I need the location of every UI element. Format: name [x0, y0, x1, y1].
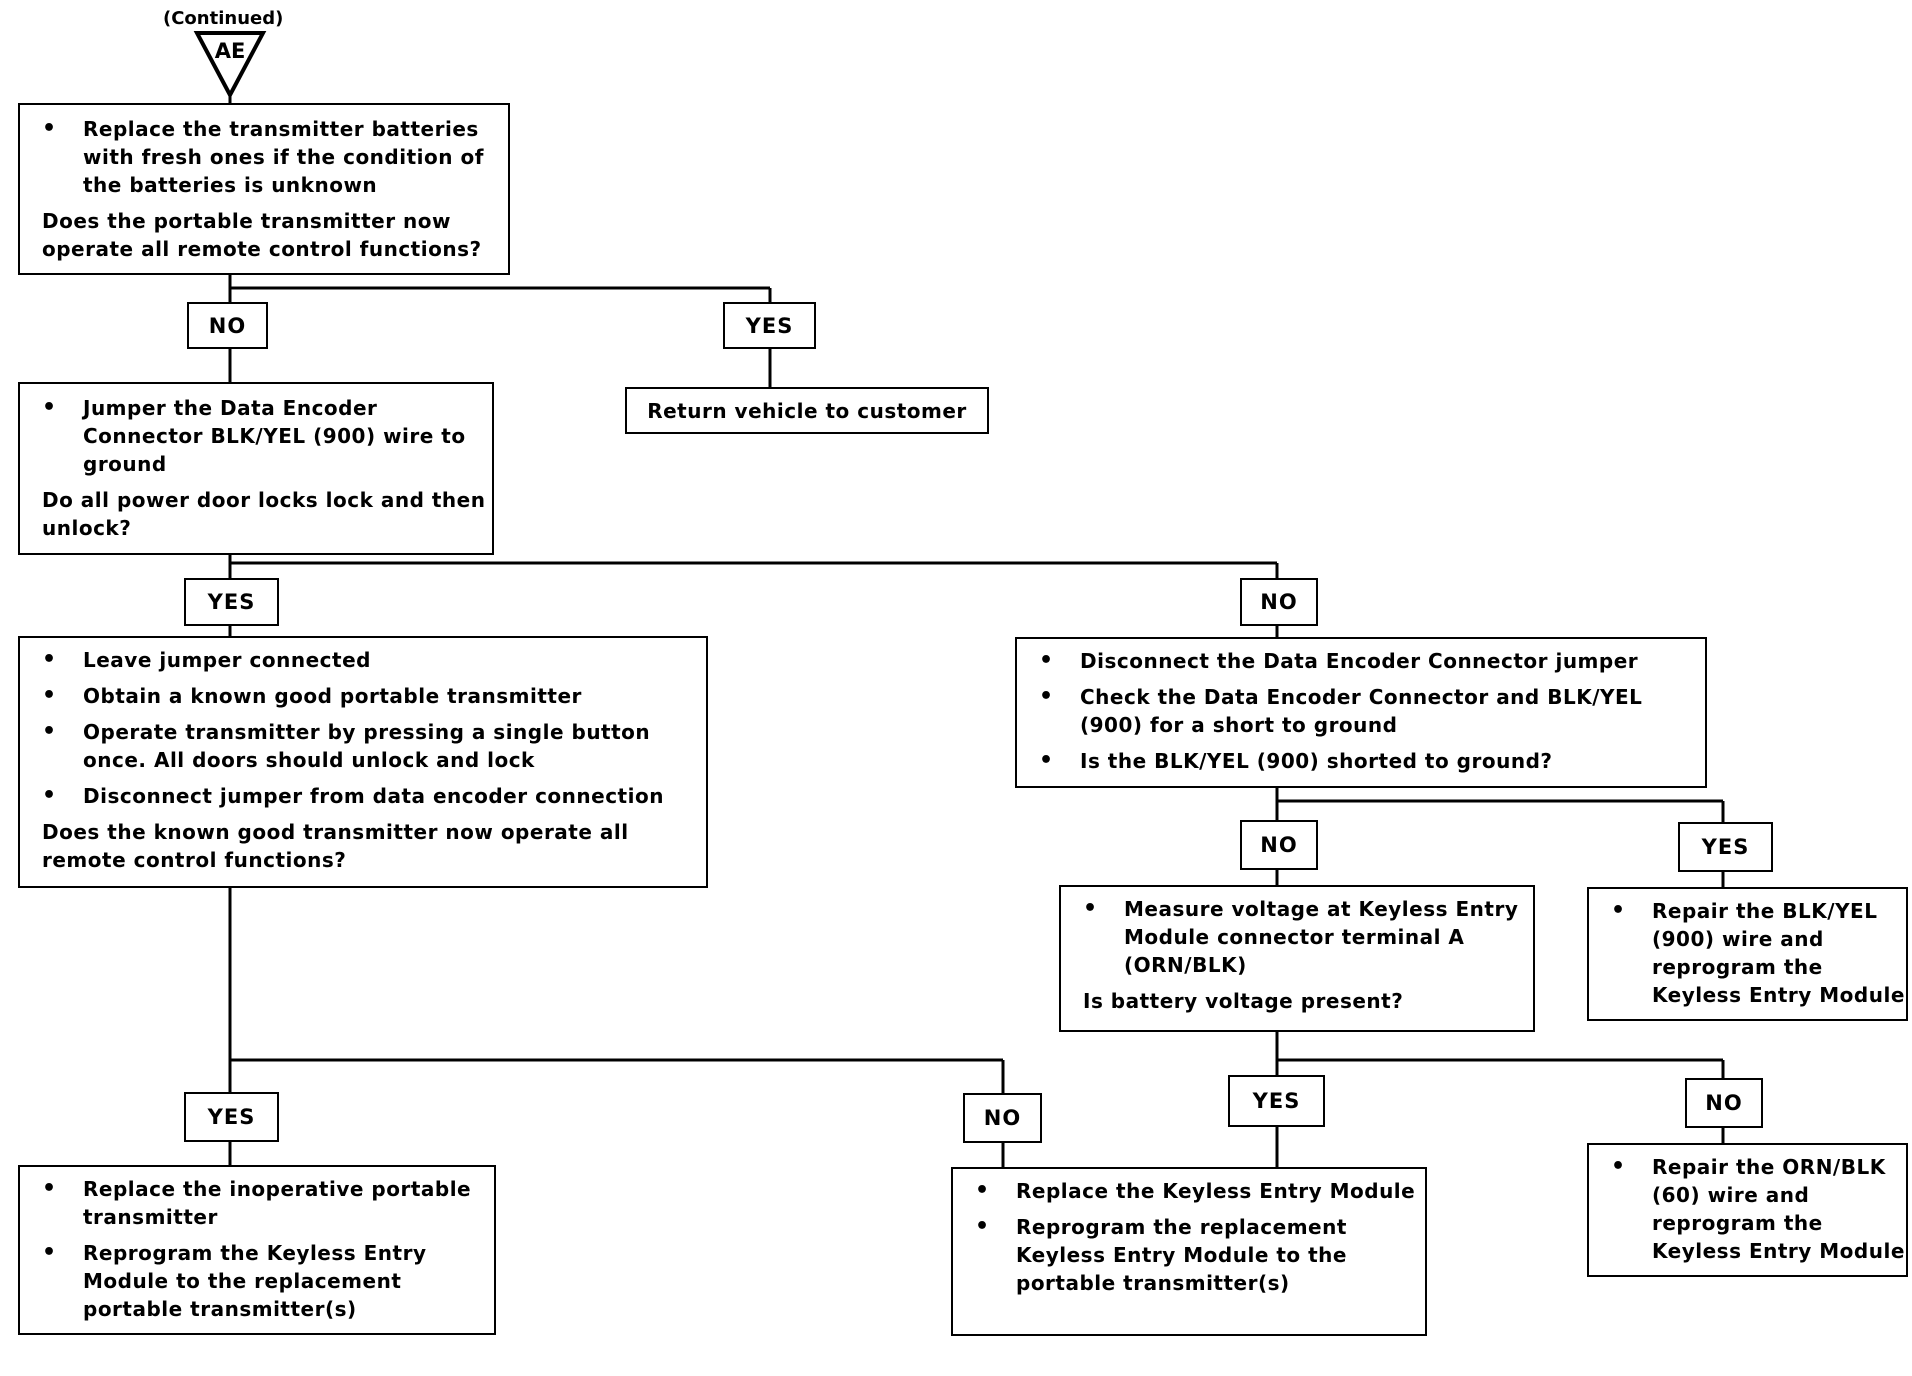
bullet: Disconnect jumper from data encoder conn… [20, 782, 706, 810]
continued-label: (Continued) [163, 8, 284, 29]
bullet: Check the Data Encoder Connector and BLK… [1017, 683, 1705, 739]
bullet: Jumper the Data Encoder Connector BLK/YE… [20, 394, 492, 478]
box-jumper-connector: Jumper the Data Encoder Connector BLK/YE… [18, 382, 494, 555]
label-l5-yes: YES [1228, 1075, 1325, 1127]
label-l5-no: NO [1685, 1078, 1763, 1128]
bullet: Replace the inoperative portable transmi… [20, 1175, 494, 1231]
box-disconnect-jumper: Disconnect the Data Encoder Connector ju… [1015, 637, 1707, 788]
bullet: Reprogram the replacement Keyless Entry … [953, 1213, 1425, 1297]
box-leave-jumper: Leave jumper connected Obtain a known go… [18, 636, 708, 888]
bullet: Operate transmitter by pressing a single… [20, 718, 706, 774]
bullet: Repair the BLK/YEL (900) wire and reprog… [1589, 897, 1906, 1009]
box-text: Return vehicle to customer [647, 398, 967, 423]
bullet: Replace the Keyless Entry Module [953, 1177, 1425, 1205]
bullet: Measure voltage at Keyless Entry Module … [1061, 895, 1533, 979]
question: Does the portable transmitter now operat… [42, 209, 482, 261]
question: Does the known good transmitter now oper… [42, 820, 629, 872]
box-return-vehicle: Return vehicle to customer [625, 387, 989, 434]
label-l1-yes: YES [723, 302, 816, 349]
label-l1-no: NO [187, 302, 268, 349]
label-l4-yes: YES [184, 1092, 279, 1142]
bullet: Reprogram the Keyless Entry Module to th… [20, 1239, 494, 1323]
bullet: Is the BLK/YEL (900) shorted to ground? [1017, 747, 1705, 775]
bullet: Replace the transmitter batteries with f… [20, 115, 508, 199]
bullet: Disconnect the Data Encoder Connector ju… [1017, 647, 1705, 675]
label-l4-no: NO [963, 1093, 1042, 1143]
box-replace-batteries: Replace the transmitter batteries with f… [18, 103, 510, 275]
bullet: Obtain a known good portable transmitter [20, 682, 706, 710]
label-l3-no: NO [1240, 820, 1318, 870]
connector-triangle [193, 31, 267, 100]
box-replace-transmitter: Replace the inoperative portable transmi… [18, 1165, 496, 1335]
box-measure-voltage: Measure voltage at Keyless Entry Module … [1059, 885, 1535, 1032]
bullet: Repair the ORN/BLK (60) wire and reprogr… [1589, 1153, 1906, 1265]
question: Is battery voltage present? [1083, 989, 1404, 1013]
label-l3-yes: YES [1678, 822, 1773, 872]
label-l2-no: NO [1240, 578, 1318, 626]
box-replace-module: Replace the Keyless Entry Module Reprogr… [951, 1167, 1427, 1336]
box-repair-orn-blk: Repair the ORN/BLK (60) wire and reprogr… [1587, 1143, 1908, 1277]
bullet: Leave jumper connected [20, 646, 706, 674]
connector-label: AE [215, 39, 246, 63]
box-repair-blk-yel: Repair the BLK/YEL (900) wire and reprog… [1587, 887, 1908, 1021]
question: Do all power door locks lock and then un… [42, 488, 486, 540]
label-l2-yes: YES [184, 578, 279, 626]
